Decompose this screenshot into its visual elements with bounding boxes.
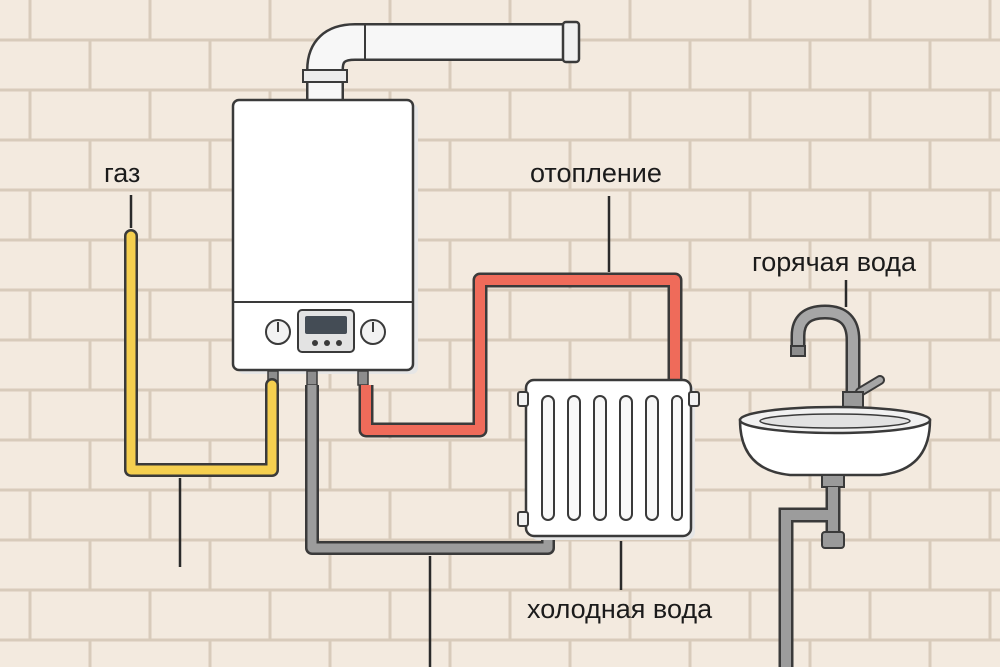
heating-pipe bbox=[358, 272, 683, 438]
cold-water-pipe bbox=[305, 385, 555, 555]
cold-water-label: холодная вода bbox=[527, 594, 713, 624]
boiler-icon bbox=[231, 98, 418, 386]
gas-label: газ bbox=[104, 158, 141, 188]
sink-drain-trap-icon bbox=[778, 487, 845, 667]
chimney-flue-icon bbox=[302, 20, 581, 100]
right-control-knob-icon bbox=[360, 319, 386, 345]
leader-lines bbox=[129, 195, 848, 667]
gas-pipe bbox=[124, 229, 279, 477]
lcd-display-icon bbox=[297, 309, 355, 353]
radiator-icon bbox=[517, 378, 700, 540]
hot-water-label: горячая вода bbox=[752, 247, 917, 277]
left-control-knob-icon bbox=[265, 319, 291, 345]
heating-label: отопление bbox=[530, 158, 662, 188]
sink-icon bbox=[738, 405, 932, 488]
